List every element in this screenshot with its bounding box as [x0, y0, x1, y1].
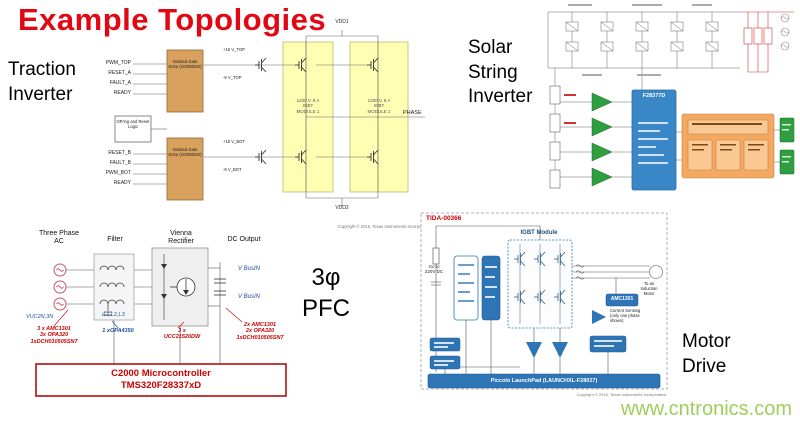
vienna-block	[151, 247, 209, 327]
watermark: www.cntronics.com	[620, 398, 792, 420]
reset-logic-label: OR'ing and Reset Logic	[116, 119, 150, 129]
orange-text-lines	[692, 123, 764, 151]
isolation-orange-block	[681, 113, 775, 179]
pfc-ann-opamp: 1 xOPA4350	[102, 328, 134, 334]
pin-pwm-top: PWM_TOP	[105, 60, 131, 66]
driver-text-lines	[458, 264, 497, 302]
igbt-module2-label: 1200 V, 8 A IGBT MODULE 2	[367, 98, 391, 114]
motor-drive-diagram: TIDA-00366 IGBT Module Go to 220V DC AMC…	[420, 212, 670, 404]
pfc-vin-label: VUC2N,3N	[26, 314, 54, 320]
pin-reset-a: RESET_A	[108, 70, 131, 76]
motor-drive-label: Motor Drive	[682, 331, 731, 377]
pfc-header-dc: DC Output	[227, 236, 261, 243]
traction-inverter-label: Traction Inverter	[8, 59, 76, 105]
traction-circuit-svg	[114, 30, 425, 206]
pfc-il-label: iL1,L2,L3	[102, 312, 125, 318]
igbt-module-label: IGBT Module	[520, 230, 558, 236]
pin-ready-b: READY	[113, 180, 131, 186]
filter-block	[93, 253, 135, 321]
amplifier-triangles	[591, 92, 613, 187]
rail-top-pos: +15 V_TOP	[223, 47, 245, 52]
igbt-module1-label: 1200 V, 8 A IGBT MODULE 1	[296, 98, 320, 114]
current-sense-note: Current Sensing (only one phase shown)	[610, 308, 641, 323]
tida-label: TIDA-00366	[426, 215, 462, 222]
amc-label: AMC1301	[610, 296, 634, 302]
pfc-mcu-line1: C2000 Microcontroller	[111, 368, 211, 379]
mcu-box	[35, 363, 287, 397]
pfc-ann-right: 2x AMC1301 2x OPA320 1xDCH010505SN7	[236, 322, 284, 341]
amc-block	[605, 293, 639, 307]
pin-ready-a: READY	[113, 90, 131, 96]
solar-string-inverter-label: Solar String Inverter	[468, 37, 533, 108]
red-fine-print	[564, 94, 576, 124]
pin-fault-b: FAULT_B	[109, 160, 131, 166]
vdd1-label: VDD1	[335, 19, 349, 25]
fine-print-placeholder	[568, 4, 712, 76]
solar-string-inverter-diagram: F28377D	[542, 2, 798, 214]
interface-text-lines	[782, 124, 791, 163]
to-motor-note: To an Induction Motor	[640, 281, 658, 296]
mcu-text-lines	[638, 122, 668, 164]
interface-blocks	[779, 117, 795, 175]
dc-capacitors	[214, 278, 226, 296]
traction-copyright: Copyright © 2016, Texas Instruments Inco…	[337, 224, 431, 229]
annotation-leaders	[53, 307, 243, 329]
vdd2-label: VDD2	[335, 205, 349, 211]
pin-pwm-bot: PWM_BOT	[105, 170, 131, 176]
pfc-circuit-svg	[35, 247, 287, 397]
solar-circuit-svg	[547, 4, 795, 191]
phase-label: PHASE	[403, 110, 422, 116]
gate-driver-blocks	[166, 49, 204, 201]
traction-inverter-diagram: VDD1 VDD2 PHASE PWM_TOP RESET_A FAULT_A …	[105, 19, 435, 235]
motor-circuit-svg	[420, 212, 668, 390]
reset-logic-block	[114, 115, 152, 143]
ac-sources	[53, 263, 67, 311]
module-internals	[305, 42, 379, 192]
launchpad-label: Piccolo LaunchPad (LAUNCHXL-F28027)	[490, 378, 598, 384]
motor-symbol	[649, 265, 663, 279]
solar-mcu-label: F28377D	[642, 93, 666, 99]
page-title: Example Topologies	[18, 2, 327, 37]
gate-driver-top-label: Isolated Gate Drive (ISO5852S)	[168, 59, 202, 69]
grid-red-section	[740, 11, 794, 73]
pfc-wires	[66, 262, 221, 364]
pin-reset-b: RESET_B	[108, 150, 131, 156]
launchpad-bar	[427, 373, 661, 389]
pfc-vbus-top: V BusIN	[238, 266, 261, 272]
phase-wires	[444, 264, 650, 374]
igbt-module-block	[507, 239, 573, 329]
motor-vin-label: Go to 220V DC	[424, 264, 444, 275]
pfc-ann-left: 3 x AMC1301 3x OPA320 1xDCH010505SN7	[30, 326, 78, 345]
gate-driver-bottom-label: Isolated Gate Drive (ISO5852S)	[168, 147, 202, 157]
sense-amp-triangle	[592, 310, 606, 324]
gate-drive-triangles	[526, 342, 568, 358]
rail-bot-pos: +15 V_BOT	[223, 139, 245, 144]
pfc-label: 3φ PFC	[302, 264, 350, 323]
wires	[554, 68, 780, 178]
wires	[133, 30, 425, 206]
pfc-header-filter: Filter	[107, 236, 123, 243]
rail-bot-neg: -8 V_BOT	[223, 167, 242, 172]
grid-source-symbols	[780, 13, 790, 51]
aux-text-lines	[434, 340, 622, 366]
top-schematic	[547, 11, 740, 69]
motor-copyright: Copyright © 2016, Texas Instruments Inco…	[576, 392, 666, 397]
pfc-header-ac: Three Phase AC	[38, 230, 80, 246]
pfc-diagram: Three Phase AC Filter Vienna Rectifier D…	[20, 228, 302, 404]
pfc-header-rectifier: Vienna Rectifier	[168, 230, 194, 246]
rail-top-neg: -8 V_TOP	[223, 75, 242, 80]
pfc-vbus-bot: V BusIN	[238, 294, 261, 300]
pin-fault-a: FAULT_A	[109, 80, 131, 86]
pfc-ann-gate: 3 x UCC21520DW	[163, 328, 201, 341]
pfc-mcu-line2: TMS320F28337xD	[120, 380, 202, 391]
